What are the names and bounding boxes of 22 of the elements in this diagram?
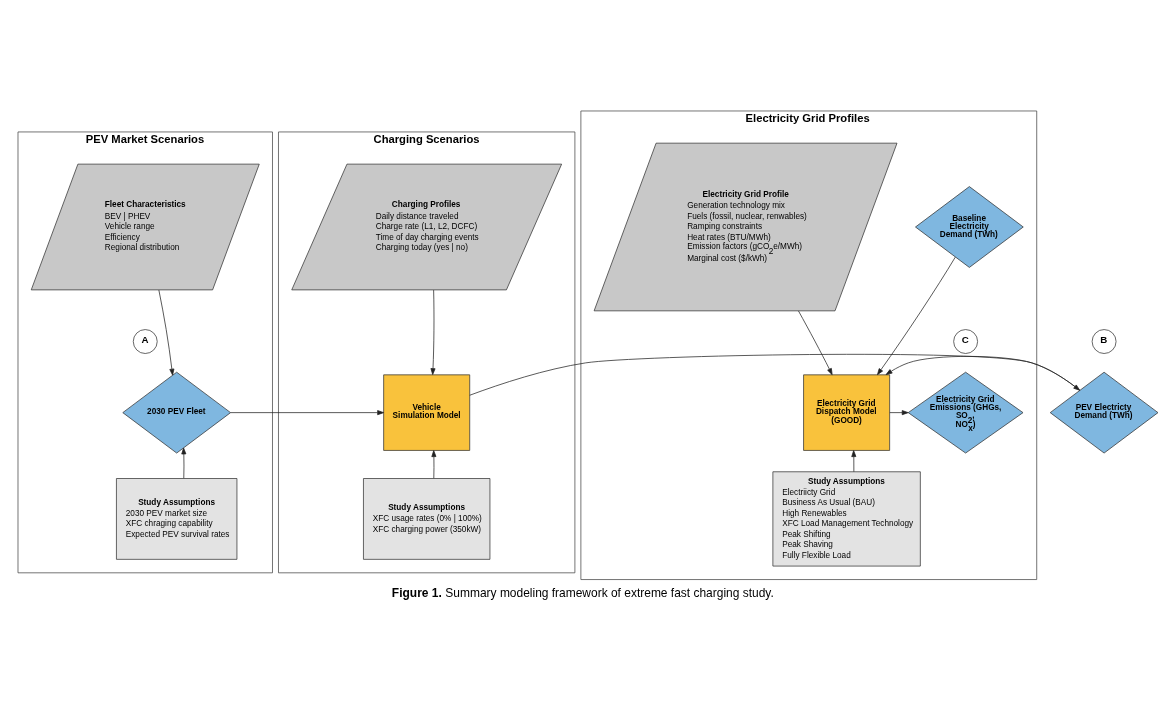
arrow bbox=[889, 410, 909, 416]
node-box: Study Assumptions XFC usage rates (0% | 100%) XFC charging power (350kW) bbox=[363, 478, 491, 560]
node-diamond: PEV Electricty Demand (TWh) bbox=[1049, 371, 1159, 454]
node-box: Study Assumptions Electriicty Grid Business As Usual (BAU) High Renewables XFC Load Management Technology Peak Shifting Peak Shaving Fully Flexible Load bbox=[772, 471, 921, 567]
arrow bbox=[230, 410, 384, 416]
arrow bbox=[469, 353, 1081, 396]
caption: Figure 1. Summary modeling framework of extreme fast charging study. bbox=[391, 586, 774, 601]
arrow bbox=[158, 289, 175, 376]
arrow bbox=[431, 450, 437, 479]
arrow bbox=[885, 356, 1081, 391]
node-box: Electricity Grid Dispatch Model (GOOD) bbox=[803, 374, 891, 451]
arrow bbox=[798, 310, 833, 375]
arrow bbox=[877, 256, 956, 376]
node-box: Study Assumptions 2030 PEV market size XFC chraging capability Expected PEV survival rates bbox=[116, 478, 238, 560]
node-circle: B bbox=[1091, 329, 1117, 354]
arrow bbox=[181, 447, 187, 479]
node-box: Vehicle Simulation Model bbox=[383, 374, 471, 451]
arrow bbox=[851, 450, 857, 473]
node-circle: A bbox=[132, 329, 158, 354]
node-circle: C bbox=[953, 329, 978, 354]
node-diamond: Baseline Electricity Demand (TWh) bbox=[915, 186, 1024, 268]
arrow bbox=[430, 289, 436, 375]
